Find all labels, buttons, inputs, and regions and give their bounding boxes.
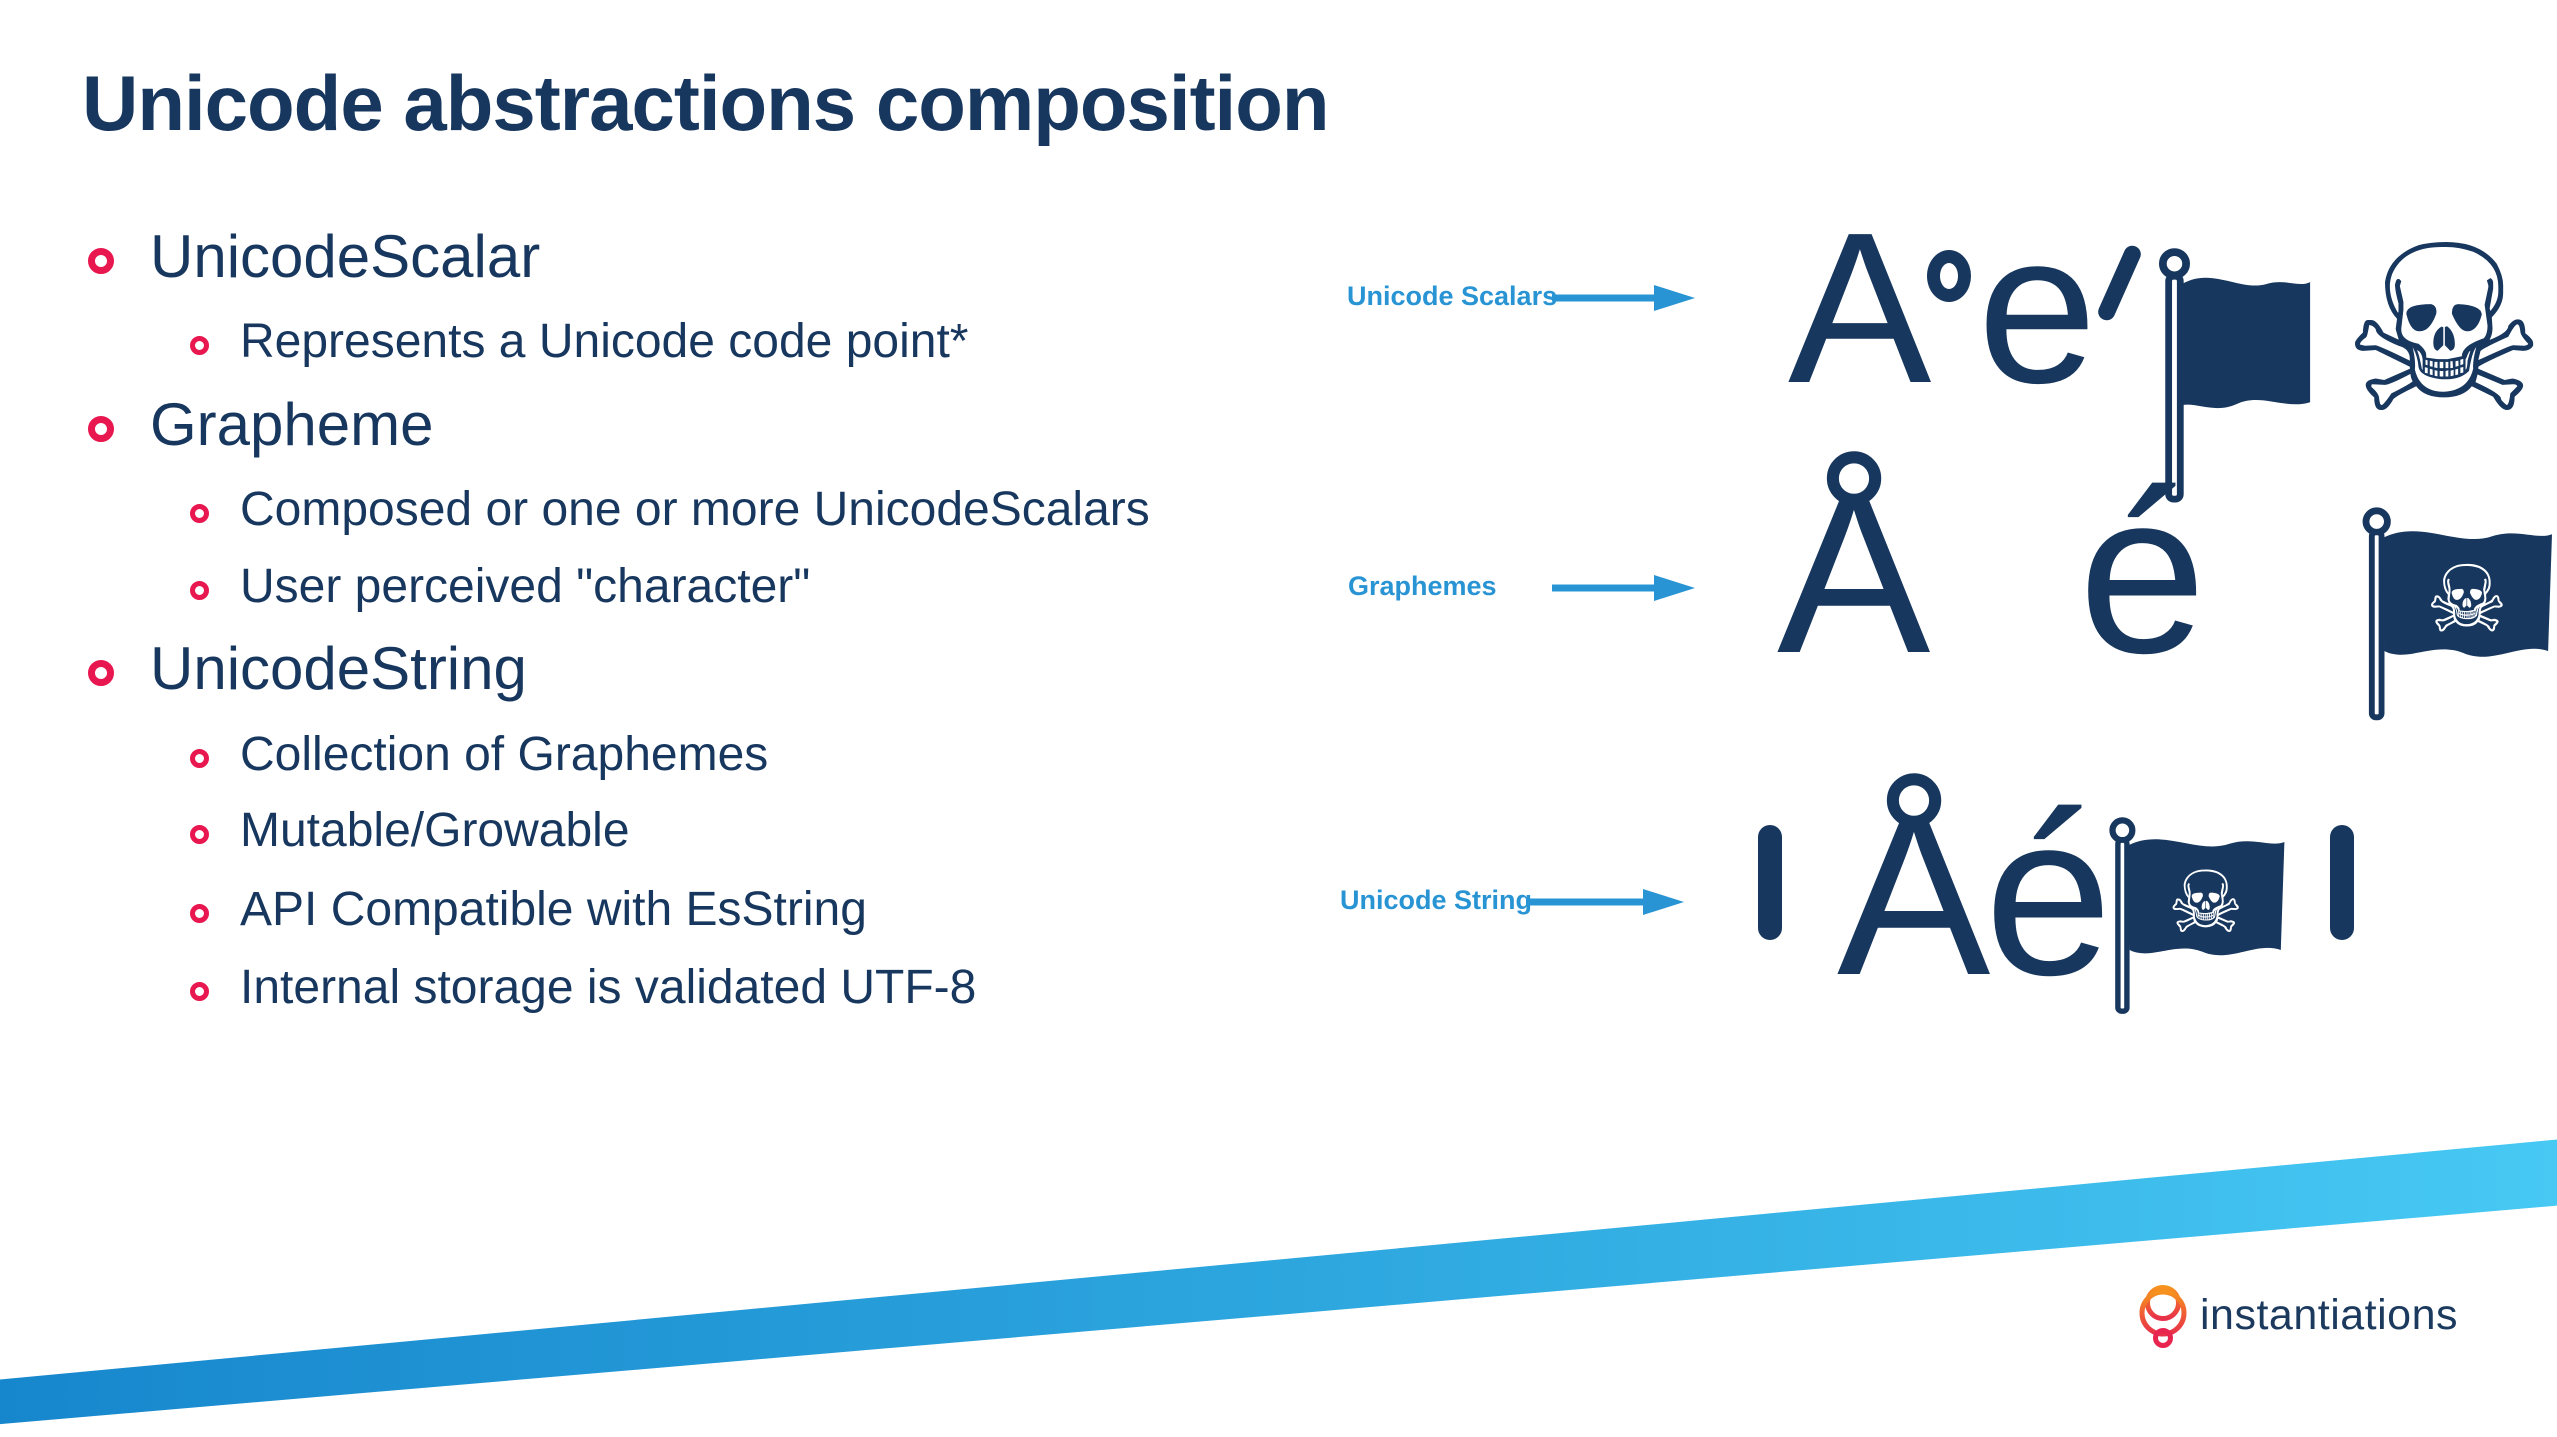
glyph-a-ring-e-acute: Åé	[1837, 766, 2112, 1023]
list-item: UnicodeScalar	[88, 224, 540, 290]
list-item: Grapheme	[88, 392, 433, 458]
bullet-icon	[190, 581, 209, 600]
bullet-icon	[88, 248, 114, 274]
unicode-scalars-glyphs: A e ☠	[1788, 155, 2548, 503]
list-item: Internal storage is validated UTF-8	[88, 961, 977, 1015]
list-item-label: UnicodeScalar	[150, 223, 541, 290]
list-item: API Compatible with EsString	[88, 883, 867, 937]
list-item-label: Composed or one or more UnicodeScalars	[240, 483, 1150, 536]
glyph-capital-a: A	[1788, 187, 1932, 428]
diagram-label-unicode-scalars: Unicode Scalars	[1347, 281, 1558, 311]
bullet-icon	[88, 660, 114, 686]
list-item: UnicodeString	[88, 636, 527, 702]
arrow-right-icon	[1552, 575, 1695, 601]
arrow-right-icon	[1526, 889, 1684, 915]
list-item-label: API Compatible with EsString	[240, 883, 867, 936]
bullet-icon	[190, 825, 209, 844]
pirate-flag-icon: ☠	[2362, 507, 2553, 721]
bullet-icon	[190, 504, 209, 523]
ring-above-icon	[1927, 250, 1972, 302]
list-item-label: Collection of Graphemes	[240, 728, 769, 781]
list-item: Composed or one or more UnicodeScalars	[88, 483, 1150, 537]
skull-crossbones-icon: ☠	[2426, 546, 2509, 654]
quote-mark-icon	[1758, 825, 1782, 940]
list-item: User perceived "character"	[88, 560, 811, 614]
glyph-e-acute: é	[2078, 444, 2207, 701]
skull-crossbones-icon: ☠	[2340, 198, 2548, 465]
brand-name: instantiations	[2200, 1290, 2458, 1339]
list-item-label: User perceived "character"	[240, 560, 811, 613]
graphemes-glyphs: Å é ☠	[1777, 450, 2556, 750]
list-item: Collection of Graphemes	[88, 728, 769, 782]
arrow-right-icon	[1552, 285, 1695, 311]
list-item: Mutable/Growable	[88, 804, 630, 858]
pirate-flag-icon: ☠	[2109, 817, 2285, 1014]
page-title: Unicode abstractions composition	[82, 59, 1330, 147]
quote-mark-icon	[2330, 825, 2355, 940]
brand-logo: instantiations	[2138, 1282, 2458, 1348]
bullet-icon	[190, 982, 209, 1001]
bullet-icon	[88, 416, 114, 442]
bullet-icon	[190, 749, 209, 768]
list-item-label: UnicodeString	[150, 635, 527, 702]
bullet-icon	[190, 336, 209, 355]
diagram-label-unicode-string: Unicode String	[1340, 885, 1533, 915]
glyph-e: e	[1977, 187, 2097, 428]
list-item: Represents a Unicode code point*	[88, 315, 969, 369]
list-item-label: Internal storage is validated UTF-8	[240, 961, 977, 1014]
acute-accent-icon	[2095, 243, 2144, 323]
list-item-label: Represents a Unicode code point*	[240, 315, 969, 368]
list-item-label: Mutable/Growable	[240, 804, 630, 857]
diagram-label-graphemes: Graphemes	[1348, 571, 1497, 601]
unicode-string-glyphs: Åé ☠	[1758, 766, 2355, 1070]
list-item-label: Grapheme	[150, 391, 434, 458]
instantiations-logo-icon	[2139, 1285, 2187, 1348]
black-flag-icon	[2158, 248, 2311, 503]
bullet-icon	[190, 904, 209, 923]
skull-crossbones-icon: ☠	[2168, 854, 2245, 953]
glyph-a-ring: Å	[1777, 444, 1931, 701]
